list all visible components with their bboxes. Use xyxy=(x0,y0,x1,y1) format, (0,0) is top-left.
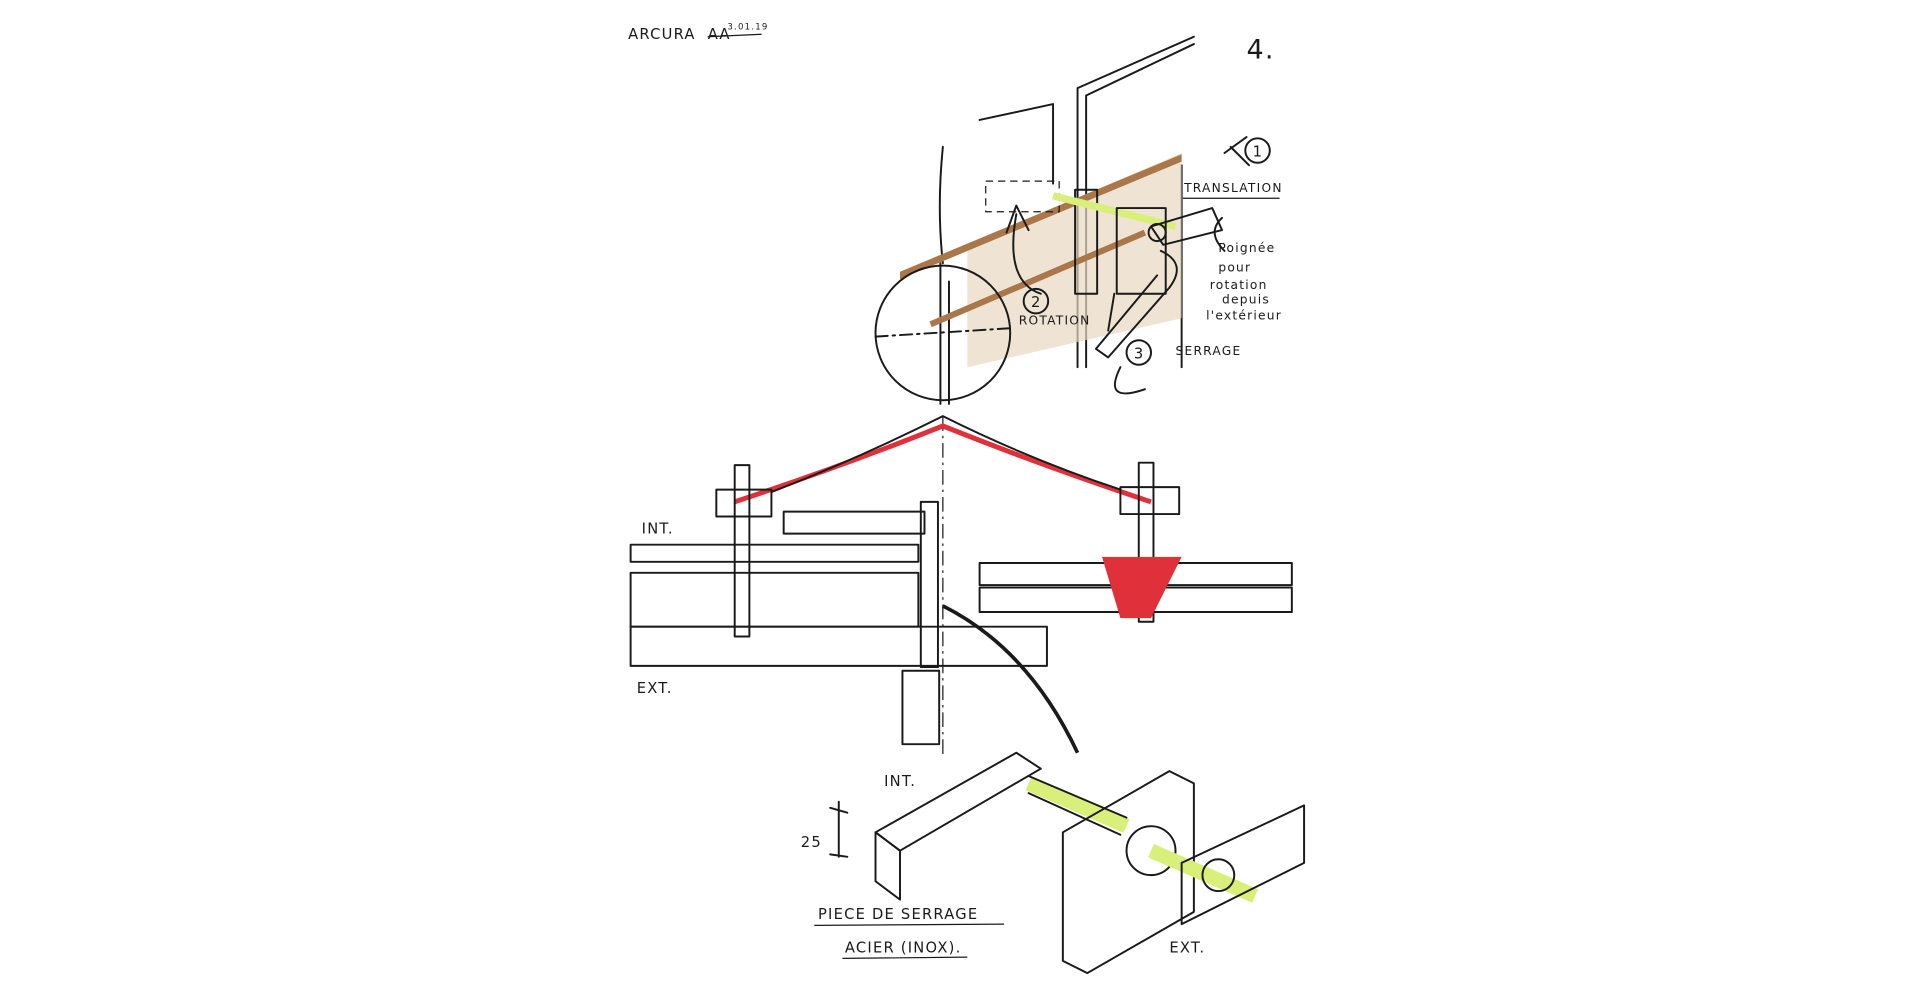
section-ext-label: EXT. xyxy=(637,680,673,697)
svg-text:1: 1 xyxy=(1253,144,1264,161)
step-1-marker: 1 xyxy=(1244,137,1271,164)
project-name: ARCURA xyxy=(628,26,696,43)
date: 3.01.19 xyxy=(727,22,768,32)
page-number: 4. xyxy=(1247,35,1275,66)
top-perspective-sketch xyxy=(874,35,1250,405)
serrage-label: SERRAGE xyxy=(1176,344,1242,358)
svg-text:rotation: rotation xyxy=(1210,278,1268,292)
svg-text:l'extérieur: l'extérieur xyxy=(1206,308,1282,322)
step-2-marker: 2 xyxy=(1022,287,1050,315)
dimension-label: 25 xyxy=(801,834,822,851)
rotation-label: ROTATION xyxy=(1019,313,1091,327)
section-int-label: INT. xyxy=(642,521,674,538)
section-drawing xyxy=(629,415,1293,759)
initials: AA xyxy=(708,26,731,43)
translation-label: TRANSLATION xyxy=(1183,181,1283,195)
handle-note: Poignée pour rotation depuis l'extérieur xyxy=(1206,216,1282,322)
svg-text:2: 2 xyxy=(1031,294,1042,311)
clamping-piece-detail xyxy=(829,751,1306,975)
svg-text:pour: pour xyxy=(1218,261,1251,275)
detail-material: ACIER (INOX). xyxy=(845,939,962,956)
date-underline xyxy=(707,33,762,38)
detail-ext-label: EXT. xyxy=(1169,939,1205,956)
svg-text:3: 3 xyxy=(1134,346,1145,363)
detail-title: PIECE DE SERRAGE xyxy=(818,906,978,923)
svg-text:depuis: depuis xyxy=(1222,293,1270,307)
step-3-marker: 3 xyxy=(1125,339,1152,366)
svg-text:Poignée: Poignée xyxy=(1218,241,1275,255)
detail-int-label: INT. xyxy=(884,773,916,790)
